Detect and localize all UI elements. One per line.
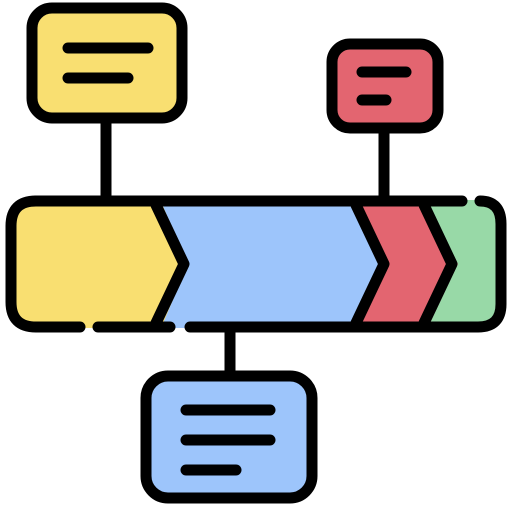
- chevron-divider-1: [150, 199, 190, 329]
- chevron-divider-2: [350, 199, 390, 329]
- note-card-blue: [140, 370, 318, 504]
- bar-outline-top-end: [184, 195, 507, 333]
- connector-lines: [100, 112, 390, 380]
- note-card-red: [326, 38, 444, 134]
- bar-outline-left: [5, 195, 86, 333]
- chevron-divider-3: [418, 199, 458, 329]
- timeline-bar: [5, 195, 507, 333]
- note-card-yellow: [26, 2, 188, 124]
- segment-blue: [156, 200, 388, 328]
